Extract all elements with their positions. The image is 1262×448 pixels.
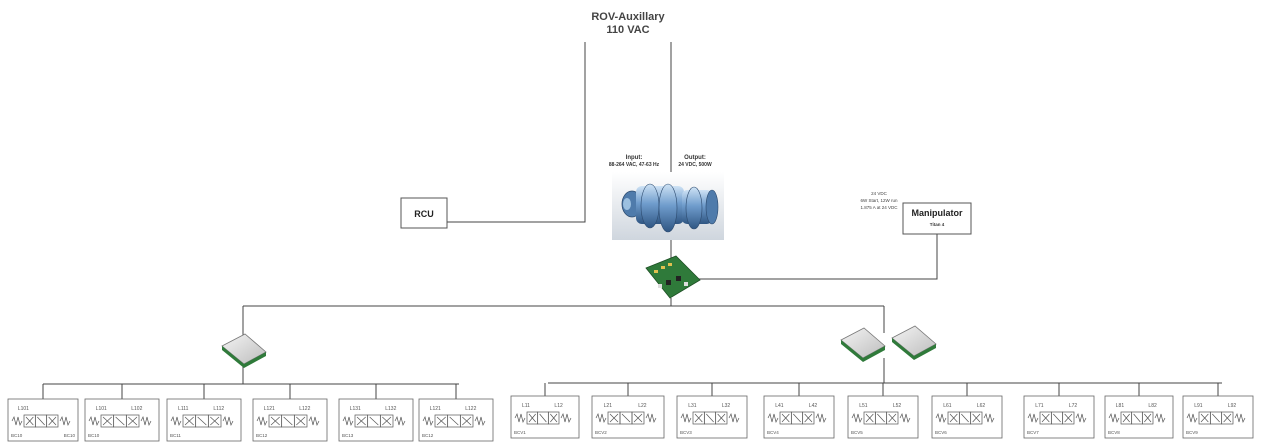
valve-label-a: L11: [522, 403, 530, 409]
manipulator-spec-2: 6W Start, 12W run: [860, 198, 898, 203]
valve-label-a: L111: [178, 406, 189, 412]
valve-code-left: BCV1: [514, 430, 526, 435]
io-module-left: [222, 334, 266, 368]
valve-code-left: BC10: [88, 433, 100, 438]
valve-label-b: L122: [465, 406, 476, 412]
valve-box: L31 L32BCV3: [677, 383, 747, 438]
valve-label-a: L101: [96, 406, 107, 412]
valve-label-b: L82: [1148, 403, 1157, 409]
valve-label-b: L62: [977, 403, 986, 409]
valve-code-left: BCV8: [1108, 430, 1120, 435]
valve-label-a: L101: [18, 406, 29, 412]
valve-code-right: BC10: [64, 433, 76, 438]
io-module-right-a: [841, 328, 885, 362]
valve-code-left: BC10: [11, 433, 23, 438]
valve-label-a: L71: [1035, 403, 1044, 409]
valve-label-b: L22: [638, 403, 647, 409]
valve-code-left: BCV9: [1186, 430, 1198, 435]
manipulator-label: Manipulator: [912, 208, 963, 218]
output-label: Output:: [684, 155, 706, 161]
valve-code-left: BCV3: [680, 430, 692, 435]
valve-label-b: L52: [893, 403, 902, 409]
valve-code-left: BCV7: [1027, 430, 1039, 435]
valve-code-left: BCV5: [851, 430, 863, 435]
output-value: 24 VDC, 500W: [678, 162, 712, 168]
valve-label-b: L102: [131, 406, 142, 412]
valve-label-b: L72: [1069, 403, 1078, 409]
valve-label-a: L21: [604, 403, 613, 409]
valve-label-a: L91: [1194, 403, 1203, 409]
valve-code-left: BC12: [256, 433, 268, 438]
title-line-2: 110 VAC: [606, 24, 649, 36]
valve-label-a: L41: [775, 403, 784, 409]
valve-label-a: L121: [430, 406, 441, 412]
controller-board: [646, 256, 700, 298]
valve-code-left: BC11: [170, 433, 181, 438]
valve-box: L51 L52BCV5: [848, 383, 918, 438]
valve-label-b: L122: [299, 406, 310, 412]
rcu-label: RCU: [414, 209, 434, 219]
valve-code-left: BC12: [422, 433, 434, 438]
valve-label-b: L42: [809, 403, 818, 409]
valve-code-left: BC13: [342, 433, 354, 438]
manipulator-spec-3: 1.875 A at 24 VDC: [860, 205, 898, 210]
title-line-1: ROV-Auxillary: [591, 11, 665, 23]
valve-label-a: L51: [859, 403, 868, 409]
io-module-right-b: [892, 326, 936, 360]
valve-label-a: L61: [943, 403, 952, 409]
valve-label-b: L132: [385, 406, 396, 412]
valve-code-left: BCV4: [767, 430, 779, 435]
valve-label-b: L112: [213, 406, 224, 412]
valve-label-b: L92: [1228, 403, 1237, 409]
input-value: 88-264 VAC, 47-63 Hz: [609, 162, 660, 168]
valve-label-a: L81: [1116, 403, 1125, 409]
valve-label-a: L131: [350, 406, 361, 412]
input-label: Input:: [626, 155, 643, 161]
valve-code-left: BCV2: [595, 430, 607, 435]
manipulator-sublabel: Titan 4: [930, 222, 945, 227]
valve-label-b: L12: [554, 403, 563, 409]
valve-label-a: L31: [688, 403, 697, 409]
valve-code-left: BCV6: [935, 430, 947, 435]
manipulator-spec-1: 24 VDC: [871, 191, 888, 196]
valve-label-a: L121: [264, 406, 275, 412]
power-supply-image: [612, 172, 724, 240]
valve-label-b: L32: [722, 403, 731, 409]
